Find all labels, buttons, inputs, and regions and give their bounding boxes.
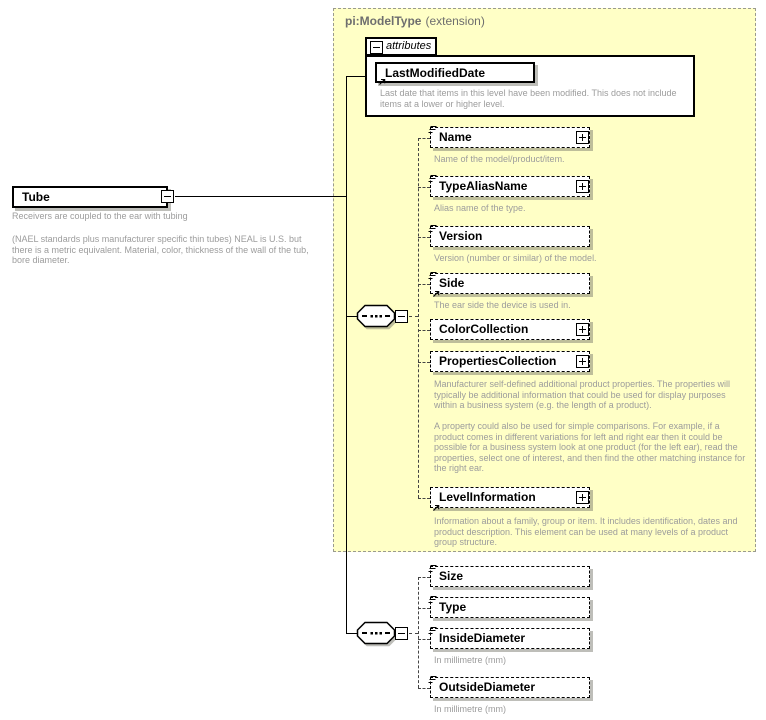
expand-plus-icon[interactable] (576, 131, 589, 144)
attributes-label: attributes (386, 40, 432, 52)
region-title: pi:ModelType(extension) (345, 14, 485, 28)
element-label: PropertiesCollection (439, 354, 557, 368)
connector-dashed-line (418, 138, 419, 498)
element-annotation: Name of the model/product/item. (434, 154, 565, 164)
element-label: Name (439, 130, 472, 144)
element-side[interactable]: Side (428, 272, 590, 297)
element-type[interactable]: Type (428, 596, 590, 618)
connector-dashed-line (418, 362, 430, 363)
attribute-lastmodifieddate[interactable]: LastModifiedDate (375, 62, 535, 85)
connector-dashed-line (418, 187, 430, 188)
text-content-icon (427, 122, 438, 133)
expand-plus-icon[interactable] (576, 491, 589, 504)
element-tube[interactable]: Tube (12, 186, 168, 208)
connector-dashed-line (418, 138, 430, 139)
connector-dashed-line (418, 498, 430, 499)
sequence-compositor-icon[interactable] (356, 304, 396, 328)
element-size[interactable]: Size (428, 565, 590, 587)
connector-line (346, 76, 365, 77)
element-annotation: In millimetre (mm) (434, 704, 506, 714)
connector-dashed-line (418, 284, 430, 285)
sequence-compositor-icon[interactable] (356, 621, 396, 645)
collapse-minus-icon[interactable] (370, 41, 383, 54)
connector-dashed-line (418, 577, 419, 688)
connector-trunk-line (346, 76, 347, 634)
connector-line (175, 196, 346, 197)
connector-line (346, 316, 358, 317)
element-annotation: Alias name of the type. (434, 203, 526, 213)
element-levelinformation[interactable]: LevelInformation (430, 487, 590, 511)
element-label: Size (439, 569, 464, 583)
connector-dashed-line (418, 237, 430, 238)
attributes-tab[interactable]: attributes (365, 37, 437, 56)
global-reference-icon (432, 499, 441, 511)
element-label: OutsideDiameter (439, 680, 536, 694)
element-annotation: Version (number or similar) of the model… (434, 253, 597, 263)
region-type-suffix: (extension) (425, 14, 485, 28)
element-label: InsideDiameter (439, 631, 526, 645)
text-content-icon (427, 561, 438, 572)
element-label: ColorCollection (439, 322, 529, 336)
attribute-label: LastModifiedDate (385, 66, 486, 80)
collapse-minus-icon[interactable] (161, 190, 174, 203)
element-label: TypeAliasName (439, 179, 528, 193)
region-type-name: pi:ModelType (345, 14, 422, 28)
element-annotation: Receivers are coupled to the ear with tu… (12, 211, 188, 221)
connector-dashed-line (418, 608, 430, 609)
element-propertiescollection[interactable]: PropertiesCollection (430, 351, 590, 372)
element-annotation: Manufacturer self-defined additional pro… (434, 379, 730, 411)
text-content-icon (427, 623, 438, 634)
text-content-icon (427, 171, 438, 182)
element-typealiasname[interactable]: TypeAliasName (428, 175, 590, 197)
element-annotation: A property could also be used for simple… (434, 421, 746, 474)
global-reference-icon (432, 285, 441, 297)
attribute-annotation: Last date that items in this level have … (380, 88, 677, 109)
element-annotation: Information about a family, group or ite… (434, 516, 738, 548)
text-content-icon (427, 592, 438, 603)
element-name[interactable]: Name (428, 126, 590, 148)
element-label: Side (439, 276, 465, 290)
collapse-minus-icon[interactable] (395, 310, 408, 323)
text-content-icon (427, 221, 438, 232)
collapse-minus-icon[interactable] (395, 627, 408, 640)
element-label: Tube (22, 190, 50, 204)
global-reference-icon (378, 73, 387, 85)
element-annotation: The ear side the device is used in. (434, 300, 571, 310)
text-content-icon (427, 268, 438, 279)
connector-dashed-line (418, 330, 430, 331)
connector-dashed-line (418, 688, 430, 689)
expand-plus-icon[interactable] (576, 355, 589, 368)
element-label: Type (439, 600, 467, 614)
connector-dashed-line (409, 316, 418, 317)
connector-line (346, 633, 358, 634)
expand-plus-icon[interactable] (576, 323, 589, 336)
element-annotation: In millimetre (mm) (434, 655, 506, 665)
connector-dashed-line (418, 639, 430, 640)
connector-dashed-line (418, 577, 430, 578)
text-content-icon (427, 672, 438, 683)
element-annotation: (NAEL standards plus manufacturer specif… (12, 234, 309, 266)
connector-dashed-line (409, 633, 418, 634)
element-label: LevelInformation (439, 490, 536, 504)
element-colorcollection[interactable]: ColorCollection (430, 319, 590, 340)
element-outsidediameter[interactable]: OutsideDiameter (428, 676, 590, 698)
element-label: Version (439, 229, 483, 243)
expand-plus-icon[interactable] (576, 180, 589, 193)
element-insidediameter[interactable]: InsideDiameter (428, 627, 590, 649)
element-version[interactable]: Version (428, 225, 590, 247)
